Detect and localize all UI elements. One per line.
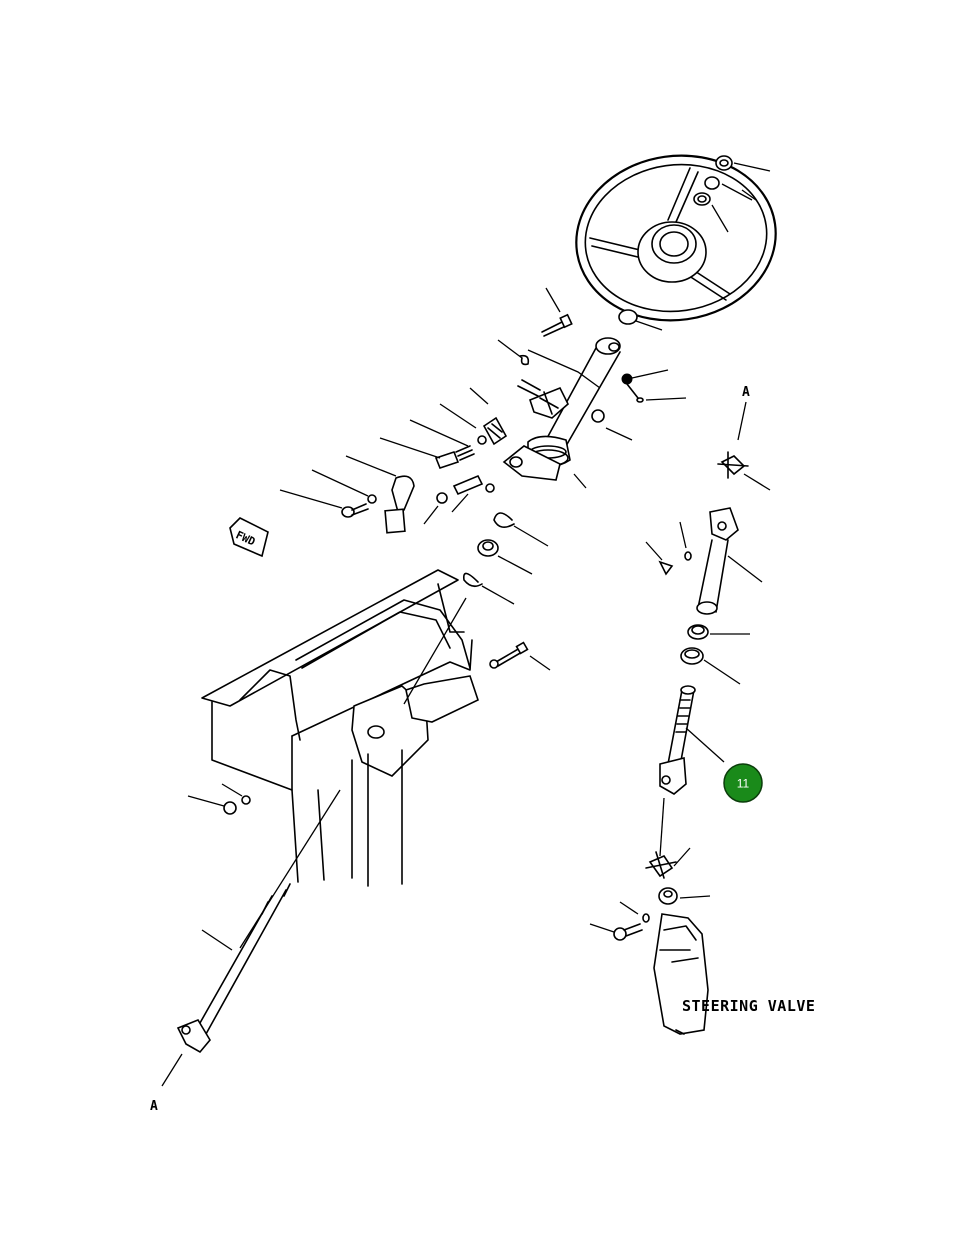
callout-11-number[interactable]: 11 <box>737 777 750 791</box>
splined-shaft-item-11 <box>659 685 696 795</box>
wheel-washer <box>704 176 720 190</box>
spring-clip <box>519 354 530 366</box>
lever-bolt <box>341 494 377 518</box>
fwd-tag: FWD <box>229 517 269 558</box>
small-nut-2 <box>485 483 495 493</box>
callout-11-circle[interactable] <box>723 763 763 803</box>
wheel-nut <box>715 155 733 171</box>
black-ball-knob <box>621 373 644 403</box>
lever-nut <box>436 492 448 504</box>
pin <box>434 451 460 469</box>
wheel-spacer <box>693 192 711 206</box>
ref-a-top: A <box>742 385 750 400</box>
steering-valve-label: STEERING VALVE <box>682 997 815 1015</box>
dashboard-console <box>201 569 479 887</box>
left-nut <box>223 795 251 815</box>
small-pin-right <box>658 551 692 576</box>
bushing-2 <box>680 647 704 665</box>
bearing-1 <box>477 539 499 557</box>
valve-nut <box>658 887 678 905</box>
tilt-lever <box>384 475 415 534</box>
small-washer-1 <box>477 435 487 445</box>
steering-valve <box>653 913 709 1035</box>
bushing-1 <box>687 624 709 640</box>
snap-ring-1 <box>493 512 515 528</box>
small-spring <box>455 445 475 461</box>
valve-bolt <box>613 913 650 941</box>
lock-plate <box>482 416 508 446</box>
mount-bolt <box>489 641 529 669</box>
tilt-lever-small <box>517 379 541 397</box>
universal-joint-cross-lower <box>645 851 677 879</box>
callout-11[interactable]: 11 <box>723 763 763 803</box>
ref-a-bottom: A <box>150 1099 158 1114</box>
bolt-top <box>541 313 573 337</box>
intermediate-shaft <box>176 883 291 1054</box>
upper-yoke-shaft <box>696 507 739 615</box>
column-nut <box>591 409 605 423</box>
long-pin <box>452 474 484 496</box>
snap-ring-2 <box>462 572 483 588</box>
steering-column <box>502 309 638 481</box>
universal-joint-cross-upper <box>717 451 749 479</box>
steering-wheel <box>575 154 777 322</box>
